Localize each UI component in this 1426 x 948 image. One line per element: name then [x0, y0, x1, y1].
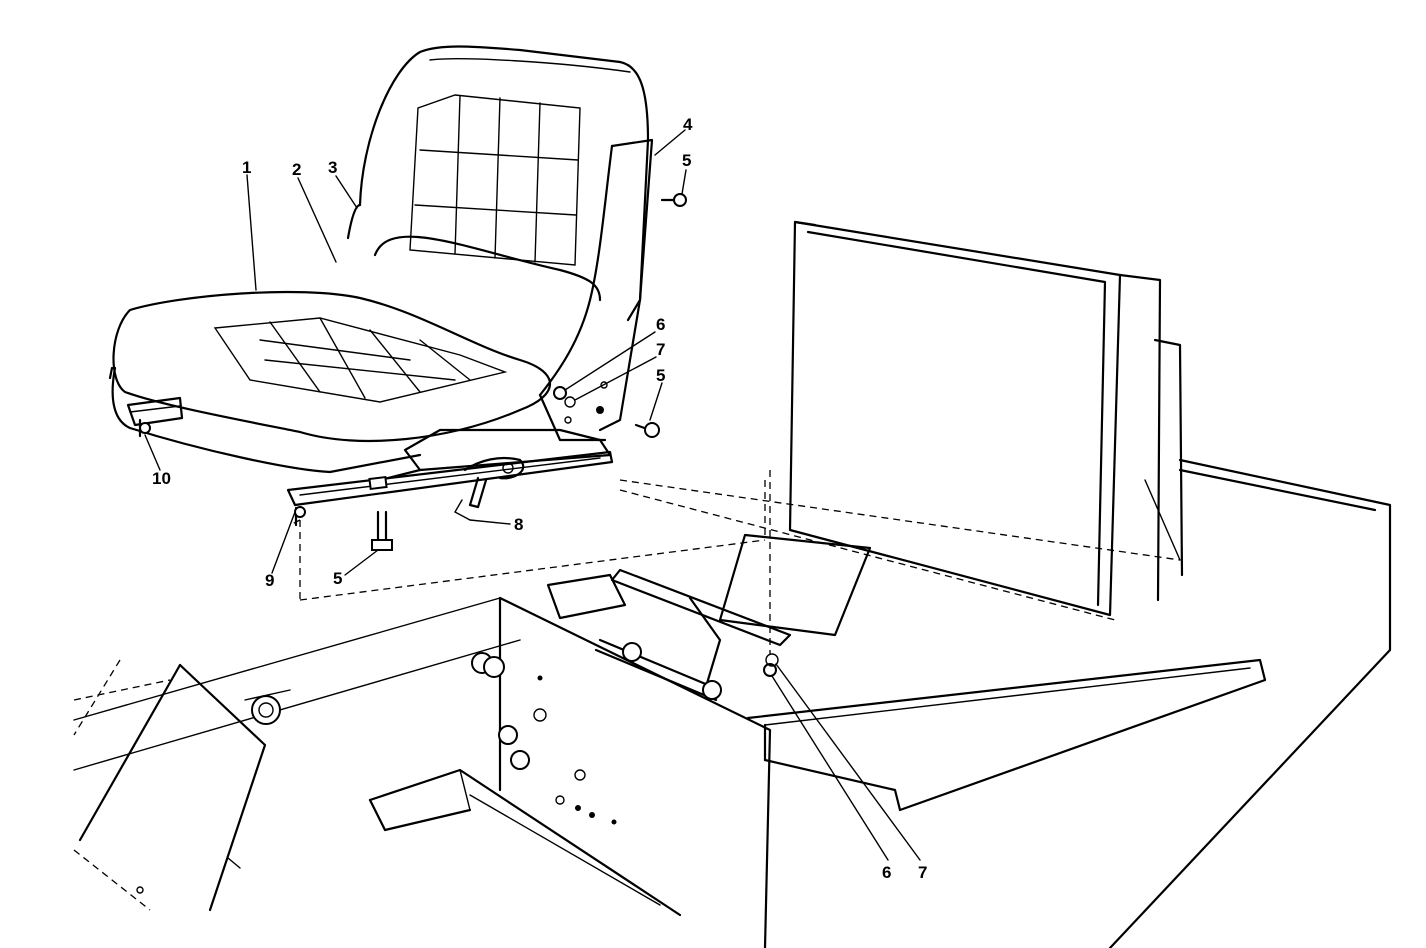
stud-rear [138, 418, 151, 438]
callout-7-lower: 7 [918, 863, 927, 882]
lock-nut-lower [763, 663, 777, 677]
mount-hole [564, 416, 572, 424]
hinge-pin [594, 638, 722, 702]
left-tower [78, 663, 291, 912]
callout-5-mid: 5 [656, 366, 665, 385]
callout-6-upper: 6 [656, 315, 665, 334]
spring [454, 499, 471, 521]
bolt-upper [660, 193, 687, 207]
callout-10: 10 [152, 469, 171, 488]
side-frame [73, 596, 772, 948]
bolt-lower [371, 510, 393, 551]
mount-hole [600, 381, 608, 389]
foot-bracket [368, 768, 682, 917]
callout-6-lower: 6 [882, 863, 891, 882]
callout-1: 1 [242, 158, 251, 177]
seat-cushion-quilting [213, 317, 508, 403]
mount-hole [596, 406, 604, 414]
seat-back-quilting [409, 94, 581, 266]
frame-rails [619, 458, 1392, 948]
seat-cushion [108, 290, 551, 474]
fender-panel [788, 220, 1184, 617]
stud-front [294, 506, 306, 527]
washer-upper [564, 396, 576, 408]
alignment-lines [289, 470, 771, 655]
floor-panel [746, 658, 1267, 812]
callout-5-bottom: 5 [333, 569, 342, 588]
callout-2: 2 [292, 160, 301, 179]
leader-lines [144, 129, 921, 861]
washer-lower [765, 653, 779, 667]
seat-back [346, 45, 650, 322]
adjustment-lever [463, 456, 525, 509]
seat-slide-rail [126, 396, 614, 507]
callout-3: 3 [328, 158, 337, 177]
callout-5-top: 5 [682, 151, 691, 170]
lock-nut-upper [553, 386, 567, 400]
callout-7-upper: 7 [656, 340, 665, 359]
bolt-middle [634, 422, 660, 438]
seat-mount-plate [546, 533, 872, 692]
callout-9: 9 [265, 571, 274, 590]
callout-8: 8 [514, 515, 523, 534]
hardware [138, 193, 779, 677]
left-edge-lines [73, 659, 171, 911]
side-bracket [538, 138, 654, 442]
callout-4: 4 [683, 115, 693, 134]
